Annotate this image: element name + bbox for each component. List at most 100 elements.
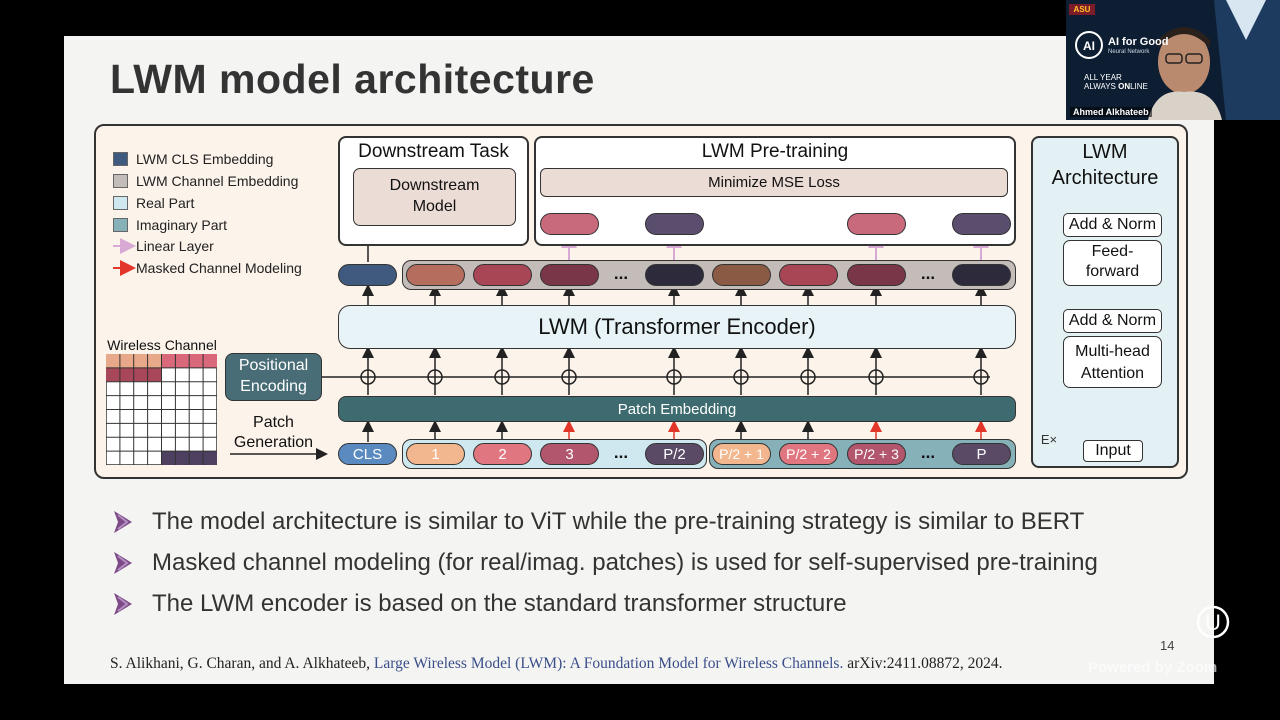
transformer-encoder-box [338, 305, 1016, 349]
legend-label: LWM Channel Embedding [136, 173, 299, 189]
legend-cls: LWM CLS Embedding [113, 151, 273, 167]
legend-label: LWM CLS Embedding [136, 151, 274, 167]
wireless-channel-label: Wireless Channel [107, 336, 217, 353]
citation: S. Alikhani, G. Charan, and A. Alkhateeb… [110, 655, 1002, 673]
legend-linear: Linear Layer [136, 238, 214, 254]
input-token: 3 [540, 443, 599, 465]
input-token-cls: CLS [338, 443, 397, 465]
page-number: 14 [1160, 638, 1175, 653]
input-token: P/2 + 2 [779, 443, 838, 465]
citation-title-link[interactable]: Large Wireless Model (LWM): A Foundation… [373, 655, 844, 672]
tagline-2: ALWAYS ONLINE [1084, 82, 1148, 91]
bullet-text: Masked channel modeling (for real/imag. … [152, 549, 1098, 576]
bullet-2: Masked channel modeling (for real/imag. … [112, 549, 1098, 577]
slide-title: LWM model architecture [110, 56, 595, 102]
add-norm-label-bottom: Add & Norm [1068, 312, 1157, 329]
input-ellipsis-1: ... [613, 443, 629, 462]
input-ellipsis-2: ... [920, 443, 936, 462]
arrow-bullet-icon [114, 511, 132, 533]
wireless-channel-grid [106, 354, 217, 465]
patch-embedding-box [338, 396, 1016, 422]
multi-head-box [1063, 336, 1162, 388]
video-background [1066, 0, 1280, 120]
tagline-2a: ALWAYS [1084, 82, 1119, 91]
legend-label: Imaginary Part [136, 217, 228, 233]
brand-name: AI for Good [1108, 36, 1169, 48]
citation-source: arXiv:2411.08872, 2024. [843, 655, 1003, 672]
zoom-watermark: Powered by Zoom [1088, 659, 1218, 676]
output-cls-token [338, 264, 397, 286]
input-token: P/2 [645, 443, 704, 465]
mse-loss-box [540, 168, 1008, 197]
downstream-task-title: Downstream Task [358, 141, 509, 162]
patch-embedding-label: Patch Embedding [617, 400, 737, 418]
legend-label: Real Part [136, 195, 195, 211]
speaker-video[interactable]: AI AI for Good Neural Network ALL YEAR A… [1066, 0, 1280, 120]
pretraining-title: LWM Pre-training [701, 141, 849, 162]
multi-head-label-1: Multi-head [1075, 343, 1150, 360]
positional-encoding-label-1: Positional [238, 356, 309, 374]
input-token: P [952, 443, 1011, 465]
input-box [1083, 440, 1143, 462]
predicted-token [645, 213, 704, 235]
architecture-title-1: LWM [1082, 140, 1128, 163]
output-token [779, 264, 838, 286]
output-token [406, 264, 465, 286]
ex-label: E× [1040, 431, 1058, 447]
bullet-text: The model architecture is similar to ViT… [152, 508, 1085, 535]
legend-swatch [113, 174, 128, 188]
output-ellipsis-2: ... [920, 264, 936, 283]
predicted-token [952, 213, 1011, 235]
svg-text:AI: AI [1083, 39, 1095, 53]
feed-forward-label-1: Feed- [1091, 243, 1134, 260]
output-token [847, 264, 906, 286]
input-token: P/2 + 3 [847, 443, 906, 465]
legend-label: Linear Layer [136, 238, 214, 254]
ai-for-good-logo-icon: AI [1075, 31, 1103, 59]
legend-swatch [113, 196, 128, 210]
output-token [540, 264, 599, 286]
brand-sub: Neural Network [1108, 49, 1150, 55]
patch-generation-label-2: Generation [233, 434, 314, 451]
add-norm-box-bottom [1063, 309, 1162, 333]
input-token: P/2 + 1 [712, 443, 771, 465]
asu-logo: ASU [1069, 4, 1095, 15]
architecture-panel [1031, 136, 1179, 468]
input-label: Input [1095, 442, 1131, 459]
un-emblem-icon: U [1196, 605, 1230, 639]
patch-generation-label-1: Patch [253, 414, 294, 431]
legend-masked: Masked Channel Modeling [136, 260, 302, 276]
input-token: 1 [406, 443, 465, 465]
tagline-2b: ON [1118, 82, 1131, 91]
bullet-3: The LWM encoder is based on the standard… [112, 590, 847, 618]
predicted-token [847, 213, 906, 235]
bullet-text: The LWM encoder is based on the standard… [152, 590, 847, 617]
downstream-model-box [353, 168, 516, 226]
predicted-token [540, 213, 599, 235]
bullet-1: The model architecture is similar to ViT… [112, 508, 1084, 536]
legend-imag: Imaginary Part [113, 217, 227, 233]
legend-swatch [113, 218, 128, 232]
legend-real: Real Part [113, 195, 194, 211]
output-token [473, 264, 532, 286]
downstream-model-label-1: Downstream [389, 176, 480, 194]
output-token [952, 264, 1011, 286]
citation-authors: S. Alikhani, G. Charan, and A. Alkhateeb… [110, 655, 374, 672]
add-norm-label-top: Add & Norm [1068, 216, 1157, 233]
transformer-encoder-label: LWM (Transformer Encoder) [538, 314, 816, 339]
output-token [712, 264, 771, 286]
tagline-1: ALL YEAR [1084, 73, 1122, 82]
feed-forward-box [1063, 240, 1162, 286]
output-token [645, 264, 704, 286]
legend-label: Masked Channel Modeling [136, 260, 302, 276]
downstream-model-label-2: Model [412, 197, 457, 215]
architecture-title-2: Architecture [1051, 166, 1159, 189]
arrow-bullet-icon [114, 552, 132, 574]
output-ellipsis-1: ... [613, 264, 629, 283]
positional-encoding-box [225, 353, 322, 401]
speaker-name: Ahmed Alkhateeb [1070, 107, 1152, 117]
feed-forward-label-2: forward [1085, 263, 1140, 280]
arrow-bullet-icon [114, 593, 132, 615]
legend-swatch [113, 152, 128, 166]
legend-channel: LWM Channel Embedding [113, 173, 298, 189]
